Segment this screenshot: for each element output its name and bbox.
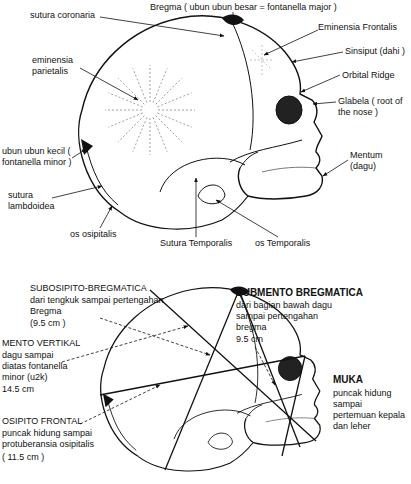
parietal-eminence-texture xyxy=(105,65,195,155)
leader-line xyxy=(52,186,102,198)
dimension-label: (9.5 cm ) xyxy=(30,318,90,329)
diameter-heading: SUBMENTO BREGMATICA xyxy=(236,287,410,299)
diameter-heading: SUBOSIPITO-BREGMATICA xyxy=(30,283,170,294)
osipito-frontal-line xyxy=(100,356,305,395)
top-skull xyxy=(79,14,323,229)
leader-line xyxy=(255,347,275,385)
top-leader-lines xyxy=(52,12,348,237)
suture-label: Sutura Temporalis xyxy=(160,238,250,249)
suture-label: sutura coronaria xyxy=(30,10,110,21)
leader-line xyxy=(216,200,278,237)
diameter-description: dari bagian bawah dagu sampai pertengaha… xyxy=(236,300,344,333)
diameter-description: puncak hidung sampai protuberansia osipi… xyxy=(2,428,102,450)
diameter-heading: MENTO VERTIKAL xyxy=(2,338,102,349)
bone-part-label: Mentum (dagu) xyxy=(350,150,395,172)
leader-line xyxy=(80,68,138,100)
leader-line xyxy=(313,102,336,104)
dimension-label: 14.5 cm xyxy=(2,384,52,395)
suture-label: sutura lambdoidea xyxy=(8,190,54,212)
bone-part-label: os Temporalis xyxy=(255,238,330,249)
leader-line xyxy=(72,149,86,158)
leader-line xyxy=(80,385,160,424)
fontanelle-label: Bregma ( ubun ubun besar = fontanella ma… xyxy=(150,2,400,13)
leader-line xyxy=(323,160,348,176)
bone-part-label: Eminensia Frontalis xyxy=(318,22,410,33)
leader-line xyxy=(196,178,197,237)
frontal-eminence-texture xyxy=(250,45,274,75)
muka-line xyxy=(282,356,305,456)
diameter-heading: MUKA xyxy=(333,374,393,386)
bone-part-label: Orbital Ridge xyxy=(342,70,410,81)
dimension-label: ( 11.5 cm ) xyxy=(2,452,62,463)
dimension-label: 9.5 cm xyxy=(236,334,286,345)
bone-part-label: eminensia parietalis xyxy=(32,55,80,77)
leader-line xyxy=(100,206,112,228)
leader-line xyxy=(301,75,340,92)
leader-line xyxy=(62,326,188,362)
bottom-leader-lines xyxy=(62,318,275,424)
leader-line xyxy=(233,12,234,20)
fontanelle-label: ubun ubun kecil ( fontanella minor ) xyxy=(2,146,74,168)
leader-line xyxy=(100,318,210,355)
diameter-description: dari tengkuk sampai pertengahan Bregma xyxy=(30,295,170,317)
bone-part-label: Sinsiput (dahi ) xyxy=(345,46,411,57)
diameter-description: dagu sampai diatas fontanella minor (u2k… xyxy=(2,350,80,383)
bone-part-label: Glabela ( root of the nose ) xyxy=(338,96,410,118)
diameter-description: puncak hidung sampai pertemuan kepala da… xyxy=(333,388,407,432)
diameter-heading: OSIPITO FRONTAL xyxy=(2,416,102,427)
leader-line xyxy=(292,52,343,62)
leader-line xyxy=(100,17,224,36)
bone-part-label: os osipitalis xyxy=(70,229,140,240)
leader-line xyxy=(264,30,318,55)
